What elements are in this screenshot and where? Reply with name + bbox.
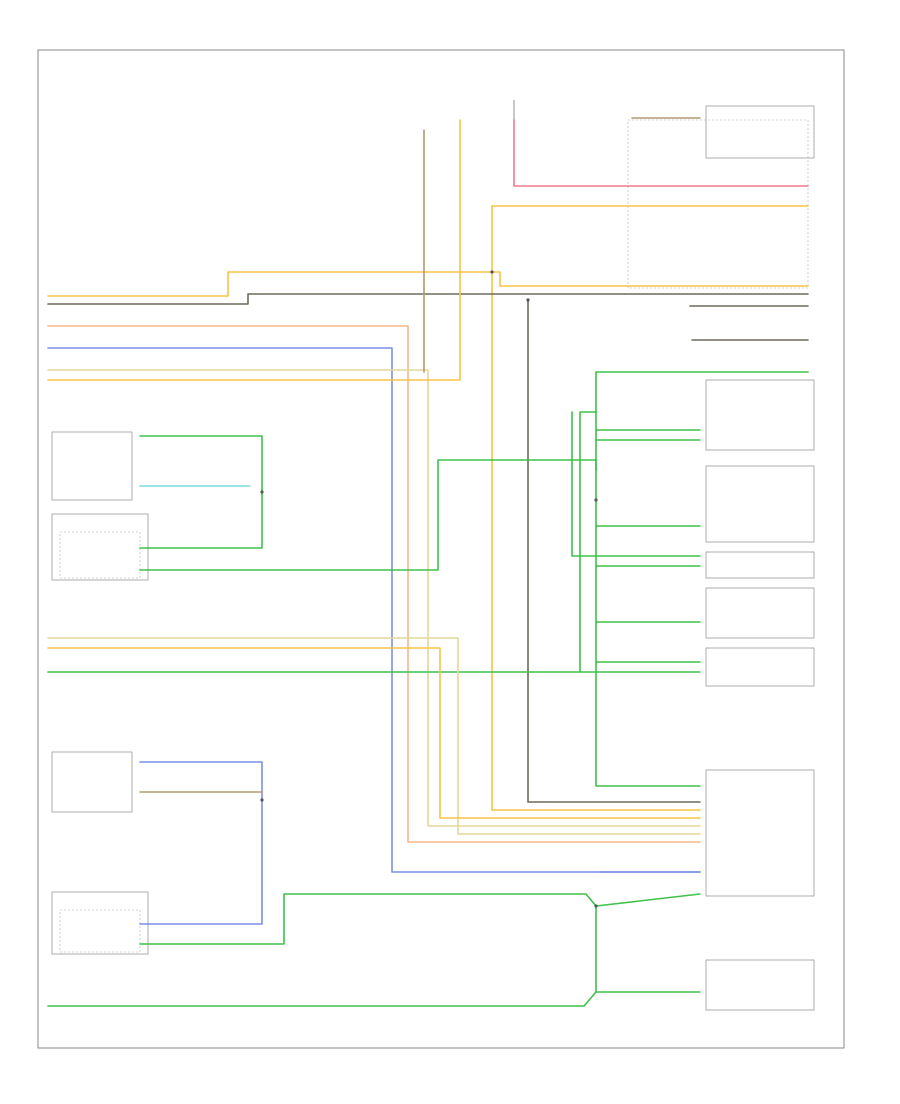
diagram-frame — [37, 49, 845, 1049]
right-seat-module-left-box — [51, 891, 149, 955]
module-box-4 — [705, 551, 815, 579]
wire-green-bottom-1 — [139, 893, 701, 945]
wire-green-left-seat — [139, 459, 597, 571]
module-box-3 — [705, 465, 815, 543]
wire-pink-top — [513, 119, 809, 187]
module-box-5 — [705, 587, 815, 639]
wire-green-bottom-2 — [47, 991, 701, 1007]
top-right-module-box — [705, 105, 815, 159]
body-control-module-box — [705, 769, 815, 897]
wire-green-left-long — [47, 411, 597, 673]
wire-green-switch — [139, 435, 263, 549]
wire-green-3 — [571, 411, 701, 557]
splice-dot-5 — [260, 798, 264, 802]
right-seat-module-left-inner — [59, 909, 141, 953]
right-seat-module-box — [705, 959, 815, 1011]
splice-dot-3 — [260, 490, 264, 494]
right-switch-group-box — [51, 751, 133, 813]
wire-dark-vert — [527, 299, 701, 803]
module-box-2 — [705, 379, 815, 451]
module-box-6 — [705, 647, 815, 687]
wire-tan-light — [47, 369, 701, 827]
wire-blue — [47, 347, 701, 873]
left-seat-module-inner — [59, 531, 141, 579]
wire-yellow-lower — [47, 119, 461, 381]
wire-tan-mid — [47, 637, 701, 835]
splice-dot-2 — [526, 298, 530, 302]
left-seat-module-box — [51, 513, 149, 581]
left-switch-group-box — [51, 431, 133, 501]
wire-yellow-mid — [47, 647, 701, 819]
splice-dot-4 — [594, 498, 598, 502]
top-right-module-dashed — [627, 119, 809, 289]
wire-orange — [47, 325, 701, 843]
wire-dark-harness — [47, 293, 809, 305]
wire-yellow-harness — [47, 271, 809, 297]
splice-dot-6 — [594, 904, 598, 908]
wire-yellow-vertical — [491, 205, 701, 811]
wire-blue-switch — [139, 761, 263, 925]
splice-dot-1 — [490, 270, 494, 274]
wire-green-trunk — [595, 371, 701, 787]
